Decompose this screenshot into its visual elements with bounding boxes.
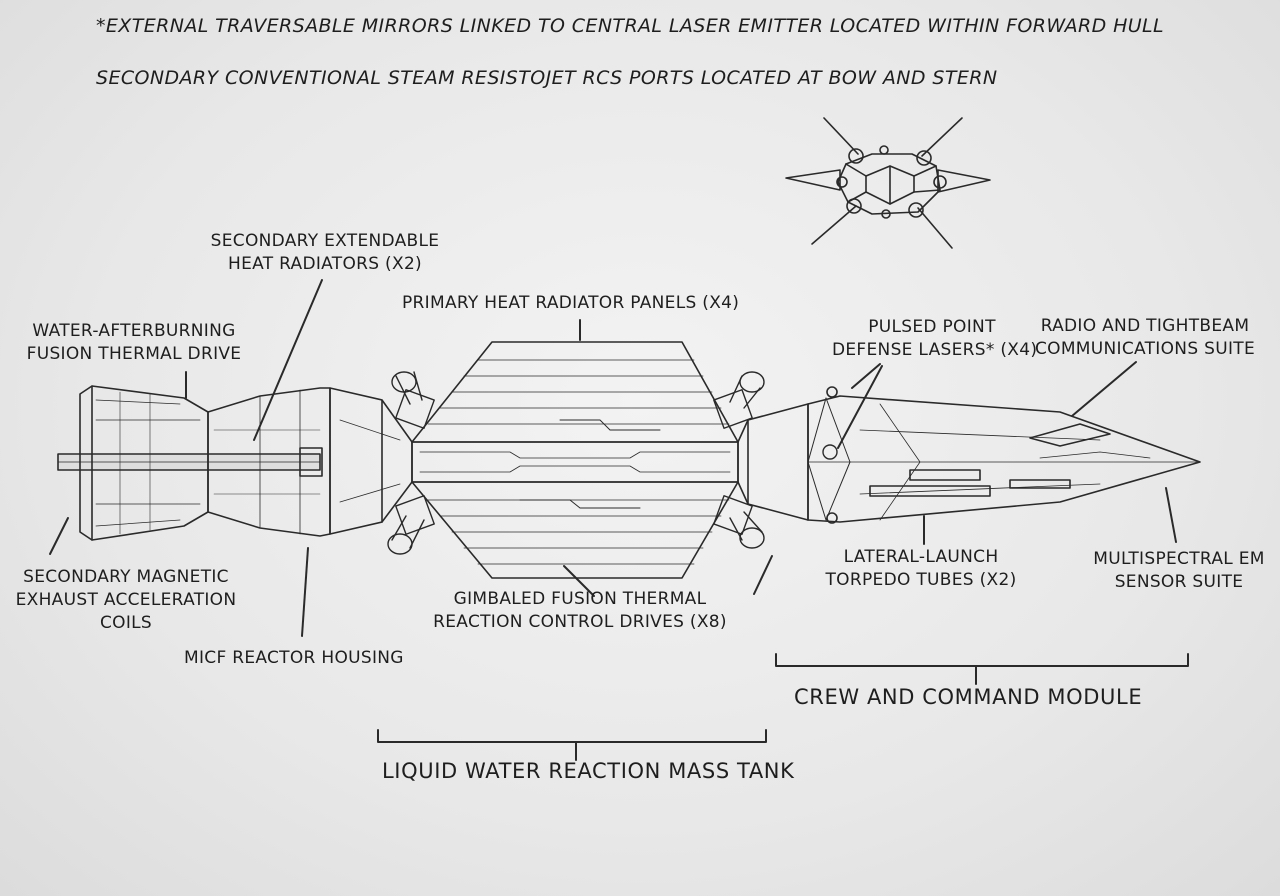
label-line: COILS: [99, 613, 153, 633]
note-resistojet-rcs: SECONDARY CONVENTIONAL STEAM RESISTOJET …: [96, 67, 998, 89]
label-line: WATER-AFTERBURNING: [32, 321, 236, 341]
label-primary-heat-radiators: PRIMARY HEAT RADIATOR PANELS (X4): [402, 293, 740, 313]
label-line: MULTISPECTRAL EM: [1093, 549, 1265, 569]
label-line: FUSION THERMAL DRIVE: [26, 344, 242, 364]
label-point-defense-lasers: PULSED POINT DEFENSE LASERS* (X4): [832, 316, 1038, 362]
label-line: REACTION CONTROL DRIVES (X8): [433, 612, 727, 632]
label-line: SECONDARY EXTENDABLE: [210, 231, 440, 251]
bracket-water-tank: [377, 729, 767, 761]
label-magnetic-coils: SECONDARY MAGNETIC EXHAUST ACCELERATION …: [6, 566, 246, 635]
leader-lines: [49, 279, 1177, 637]
bracket-crew-module: [775, 653, 1189, 685]
label-line: PULSED POINT: [868, 317, 996, 337]
label-sensor-suite: MULTISPECTRAL EM SENSOR SUITE: [1084, 548, 1274, 594]
label-rcs-drives: GIMBALED FUSION THERMAL REACTION CONTROL…: [420, 588, 740, 634]
ship-side-view: [57, 341, 1201, 579]
label-line: RADIO AND TIGHTBEAM: [1040, 316, 1250, 336]
label-line: TORPEDO TUBES (X2): [825, 570, 1017, 590]
label-line: GIMBALED FUSION THERMAL: [453, 589, 707, 609]
label-crew-command-module: CREW AND COMMAND MODULE: [794, 685, 1143, 709]
label-secondary-heat-radiators: SECONDARY EXTENDABLE HEAT RADIATORS (X2): [200, 230, 450, 276]
label-line: SENSOR SUITE: [1114, 572, 1244, 592]
label-line: SECONDARY MAGNETIC: [23, 567, 229, 587]
front-view-sketch: [785, 117, 991, 249]
note-laser-mirrors: *EXTERNAL TRAVERSABLE MIRRORS LINKED TO …: [96, 15, 1165, 37]
label-line: HEAT RADIATORS (X2): [228, 254, 422, 274]
label-fusion-thermal-drive: WATER-AFTERBURNING FUSION THERMAL DRIVE: [14, 320, 254, 366]
label-line: EXHAUST ACCELERATION: [15, 590, 237, 610]
label-torpedo-tubes: LATERAL-LAUNCH TORPEDO TUBES (X2): [818, 546, 1024, 592]
label-communications-suite: RADIO AND TIGHTBEAM COMMUNICATIONS SUITE: [1030, 315, 1260, 361]
label-line: LATERAL-LAUNCH: [843, 547, 999, 567]
label-line: DEFENSE LASERS* (X4): [832, 340, 1038, 360]
label-water-reaction-mass-tank: LIQUID WATER REACTION MASS TANK: [382, 759, 795, 783]
label-micf-reactor-housing: MICF REACTOR HOUSING: [184, 648, 404, 668]
label-line: COMMUNICATIONS SUITE: [1034, 339, 1255, 359]
